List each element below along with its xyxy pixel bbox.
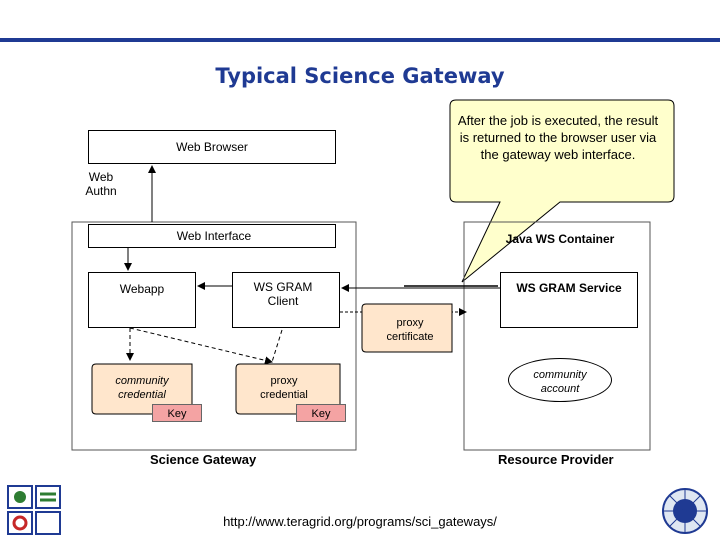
science-gateway-label: Science Gateway bbox=[150, 452, 257, 467]
web-interface-box bbox=[88, 224, 336, 248]
key-right: Key bbox=[296, 404, 346, 422]
web-browser-box bbox=[88, 130, 336, 164]
teragrid-logo bbox=[7, 485, 61, 535]
source-url[interactable]: http://www.teragrid.org/programs/sci_gat… bbox=[223, 514, 497, 529]
callout-bubble bbox=[449, 99, 675, 283]
science-gateway-frame bbox=[71, 221, 357, 451]
resource-provider-frame bbox=[463, 221, 651, 451]
web-authn-label: Web Authn bbox=[85, 170, 117, 198]
community-credential-label: community credential bbox=[115, 375, 169, 401]
ws-gram-service-label: WS GRAM Service bbox=[516, 281, 622, 295]
java-ws-container-label: Java WS Container bbox=[505, 232, 615, 246]
proxy-credential-label: proxy credential bbox=[260, 375, 308, 401]
key-left: Key bbox=[152, 404, 202, 422]
community-account-label: community account bbox=[533, 369, 587, 395]
community-account-oval bbox=[508, 358, 612, 402]
webapp-label: Webapp bbox=[119, 282, 165, 296]
web-interface-label: Web Interface bbox=[176, 229, 252, 243]
resource-provider-label: Resource Provider bbox=[498, 452, 614, 467]
page-title: Typical Science Gateway bbox=[215, 64, 505, 88]
dashed-webapp-proxy bbox=[129, 327, 273, 365]
proxy-certificate-scroll bbox=[361, 303, 453, 353]
callout-text: After the job is executed, the result is… bbox=[457, 113, 659, 162]
proxy-certificate-label: proxy certificate bbox=[386, 317, 434, 343]
ws-gram-client-box bbox=[232, 272, 340, 328]
proxy-credential-scroll bbox=[235, 363, 341, 415]
ws-gram-service-box bbox=[500, 272, 638, 328]
webapp-box bbox=[88, 272, 196, 328]
web-browser-label: Web Browser bbox=[176, 140, 248, 154]
ws-gram-client-label: WS GRAM Client bbox=[253, 280, 313, 308]
top-rule bbox=[0, 38, 720, 42]
nsf-seal bbox=[662, 488, 708, 534]
dashed-client-proxy bbox=[271, 329, 283, 363]
community-credential-scroll bbox=[91, 363, 193, 415]
